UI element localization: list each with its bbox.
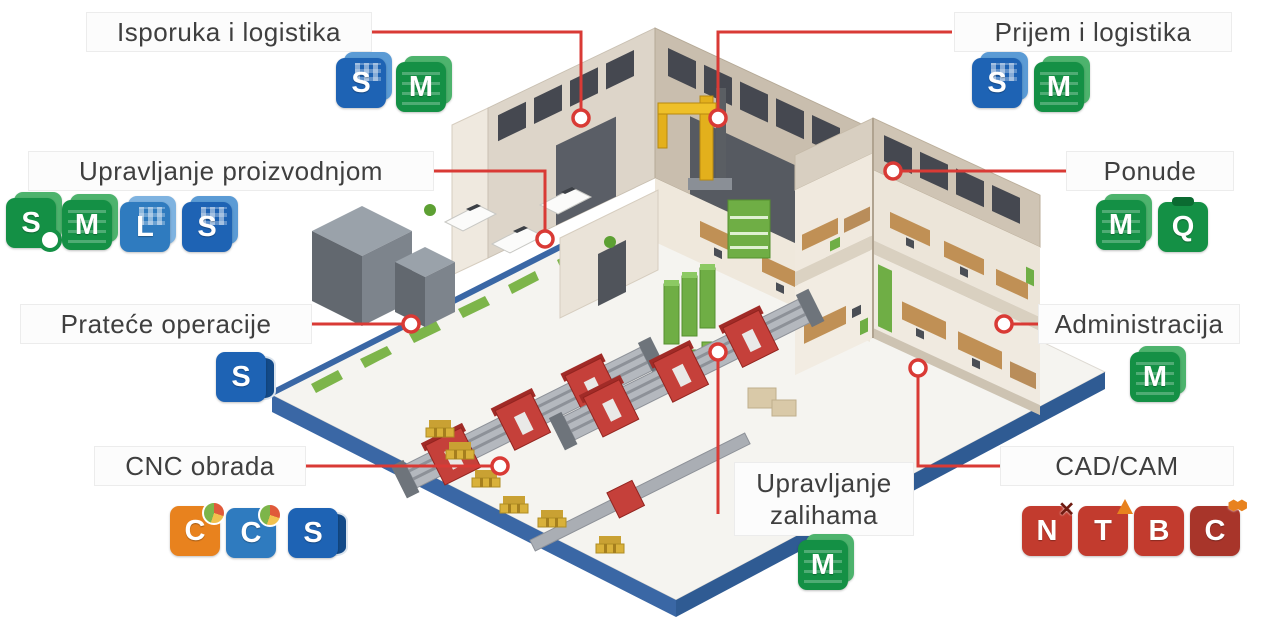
callout-marker-administracija (994, 314, 1014, 334)
app-icon-m-green: M (1130, 346, 1186, 402)
callout-label-cnc: CNC obrada (94, 446, 306, 486)
office-block-left-face (794, 117, 874, 376)
app-icon-t-red: T (1078, 499, 1133, 556)
interior-partition (559, 189, 659, 319)
callout-line-prijem (716, 30, 952, 110)
app-icon-s-blue: S (182, 196, 238, 252)
callout-label-prijem: Prijem i logistika (954, 12, 1232, 52)
app-icon-c-blue: C (226, 503, 282, 558)
callout-label-pratece: Prateće operacije (20, 304, 312, 344)
app-icon-m-green: M (1096, 194, 1152, 250)
callout-marker-isporuka (571, 108, 591, 128)
office-desks-left (424, 187, 616, 254)
callout-line-cadcam (916, 376, 1000, 468)
app-icon-s-blue: S (972, 52, 1028, 108)
callout-line-proizvodnja (434, 169, 547, 231)
callout-label-zalihe: Upravljanje zalihama (734, 462, 914, 536)
callout-marker-proizvodnja (535, 229, 555, 249)
wall-end-cap (451, 107, 489, 276)
callout-label-ponude: Ponude (1066, 151, 1234, 191)
callout-marker-ponude (883, 161, 903, 181)
app-icon-m-green: M (1034, 56, 1090, 112)
callout-marker-cnc (490, 456, 510, 476)
callout-label-administracija: Administracija (1038, 304, 1240, 344)
callout-lines (306, 30, 1066, 514)
app-icon-s-database: S (216, 352, 276, 402)
app-icon-q-clipboard: Q (1158, 197, 1208, 252)
app-icon-n-red: N (1022, 497, 1075, 556)
callout-label-cadcam: CAD/CAM (1000, 446, 1234, 486)
callout-marker-cadcam (908, 358, 928, 378)
callout-label-isporuka: Isporuka i logistika (86, 12, 372, 52)
app-icon-s-blue: S (336, 52, 392, 108)
app-icon-s-database: S (288, 508, 348, 558)
app-icon-s-clock: S (6, 192, 62, 252)
app-icon-m-green: M (62, 194, 118, 250)
callout-marker-prijem (708, 108, 728, 128)
app-icon-c-orange: C (170, 501, 226, 556)
cnc-machine-b (548, 288, 825, 451)
callout-label-proizvodnja: Upravljanje proizvodnjom (28, 151, 434, 191)
pallet-stacks (425, 387, 797, 554)
control-cabinets (312, 206, 455, 327)
robot-arm (657, 88, 732, 190)
app-icon-l-blue: L (120, 196, 176, 252)
app-icon-b-red: B (1134, 506, 1184, 556)
callout-line-isporuka (372, 30, 583, 110)
callout-marker-pratece (401, 314, 421, 334)
app-icon-c-honeycomb: C (1190, 497, 1244, 556)
app-icon-m-green: M (798, 534, 854, 590)
app-icon-m-green: M (396, 56, 452, 112)
office-block-right-face (872, 117, 1041, 416)
callout-marker-zalihe (708, 342, 728, 362)
transfer-rail (529, 432, 751, 552)
callout-markers (401, 108, 1014, 476)
